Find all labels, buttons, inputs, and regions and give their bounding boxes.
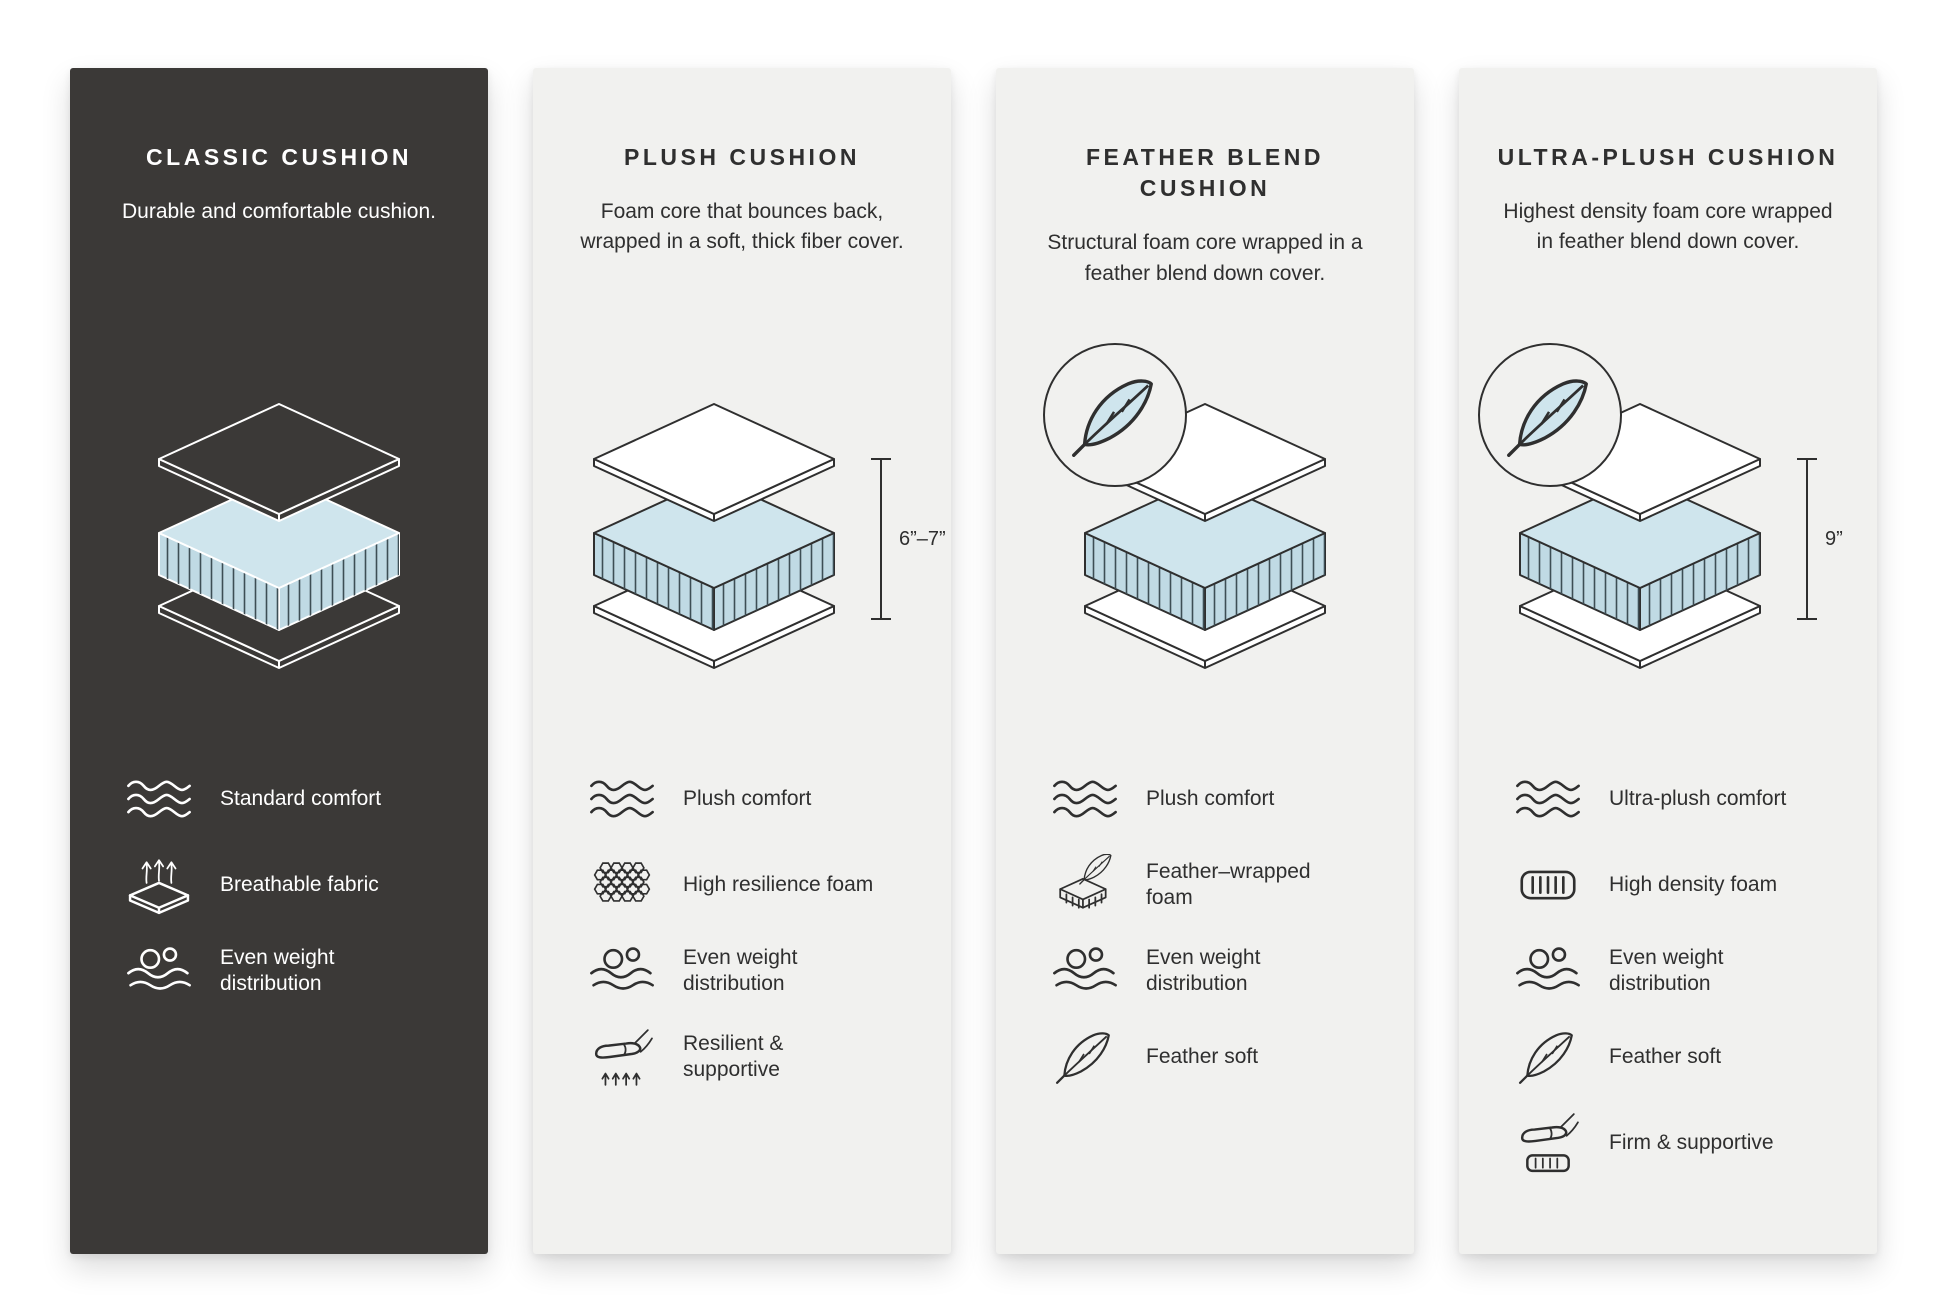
comfort-wave-icon	[124, 768, 194, 830]
feature-item: Even weight distribution	[1050, 940, 1378, 1002]
feature-label: Plush comfort	[683, 787, 812, 811]
height-measurement: 9”	[1794, 456, 1843, 622]
feature-label: Feather–wrapped foam	[1146, 860, 1311, 909]
comfort-wave-icon	[587, 768, 657, 830]
feature-list: Plush comfort Feather–wrapped foam Even …	[996, 768, 1414, 1088]
cushion-diagram-area: 9”	[1459, 343, 1877, 708]
feather-soft-icon	[1513, 1026, 1583, 1088]
feature-label: Feather soft	[1609, 1045, 1722, 1069]
weight-distribution-icon	[124, 940, 194, 1002]
feature-item: Firm & supportive	[1513, 1112, 1841, 1174]
feature-item: Plush comfort	[1050, 768, 1378, 830]
feather-badge-icon	[1478, 343, 1622, 487]
feature-item: Feather–wrapped foam	[1050, 854, 1378, 916]
panel-description: Highest density foam core wrapped in fea…	[1503, 200, 1833, 254]
panel-title: FEATHER BLEND CUSHION	[1085, 144, 1324, 202]
feature-label: Firm & supportive	[1609, 1131, 1774, 1155]
measure-label: 6”–7”	[899, 527, 946, 550]
feature-list: Ultra-plush comfort High density foam Ev…	[1459, 768, 1877, 1174]
feather-badge	[1475, 340, 1625, 490]
feature-label: Ultra-plush comfort	[1609, 787, 1787, 811]
measure-line-icon	[871, 458, 891, 620]
feature-item: Resilient & supportive	[587, 1026, 915, 1088]
feature-item: High density foam	[1513, 854, 1841, 916]
panel-description: Structural foam core wrapped in a feathe…	[1047, 231, 1363, 285]
measure-label: 9”	[1825, 527, 1843, 550]
feature-item: Plush comfort	[587, 768, 915, 830]
cushion-diagram-area	[70, 368, 488, 708]
feather-wrapped-foam-icon	[1050, 854, 1120, 916]
feature-label: High resilience foam	[683, 873, 874, 897]
panel-plush-cushion: PLUSH CUSHION Foam core that bounces bac…	[533, 68, 951, 1254]
panel-feather-blend-cushion: FEATHER BLEND CUSHION Structural foam co…	[996, 68, 1414, 1254]
comfort-wave-icon	[1513, 768, 1583, 830]
high-density-foam-icon	[1513, 854, 1583, 916]
weight-distribution-icon	[1050, 940, 1120, 1002]
feature-item: Standard comfort	[124, 768, 452, 830]
feature-item: High resilience foam	[587, 854, 915, 916]
cushion-diagram-area: 6”–7”	[533, 368, 951, 708]
weight-distribution-icon	[1513, 940, 1583, 1002]
cushion-layers-diagram	[564, 396, 864, 681]
feature-label: Even weight distribution	[220, 946, 335, 995]
feather-badge	[1040, 340, 1190, 490]
feature-item: Even weight distribution	[124, 940, 452, 1002]
feature-list: Standard comfort Breathable fabric Even …	[70, 768, 488, 1002]
feature-label: High density foam	[1609, 873, 1778, 897]
feature-item: Breathable fabric	[124, 854, 452, 916]
panel-title: PLUSH CUSHION	[624, 144, 860, 170]
feather-badge-icon	[1043, 343, 1187, 487]
weight-distribution-icon	[587, 940, 657, 1002]
feature-label: Even weight distribution	[1609, 946, 1724, 995]
feature-label: Plush comfort	[1146, 787, 1275, 811]
panel-description: Durable and comfortable cushion.	[121, 200, 436, 224]
cushion-diagram-area	[996, 343, 1414, 708]
height-measurement: 6”–7”	[868, 456, 946, 622]
panel-title: ULTRA-PLUSH CUSHION	[1497, 144, 1839, 170]
comfort-wave-icon	[1050, 768, 1120, 830]
feature-list: Plush comfort High resilience foam Even …	[533, 768, 951, 1088]
cushion-layers-diagram	[129, 396, 429, 681]
feature-label: Feather soft	[1146, 1045, 1259, 1069]
feature-item: Even weight distribution	[587, 940, 915, 1002]
feature-item: Feather soft	[1050, 1026, 1378, 1088]
firm-supportive-icon	[1513, 1112, 1583, 1174]
feature-item: Even weight distribution	[1513, 940, 1841, 1002]
panel-ultra-plush-cushion: ULTRA-PLUSH CUSHION Highest density foam…	[1459, 68, 1877, 1254]
feature-label: Resilient & supportive	[683, 1032, 784, 1081]
feature-item: Feather soft	[1513, 1026, 1841, 1088]
panel-description: Foam core that bounces back, wrapped in …	[580, 200, 904, 254]
feature-item: Ultra-plush comfort	[1513, 768, 1841, 830]
breathable-fabric-icon	[124, 854, 194, 916]
panel-classic-cushion: CLASSIC CUSHION Durable and comfortable …	[70, 68, 488, 1254]
feature-label: Even weight distribution	[683, 946, 798, 995]
panel-title: CLASSIC CUSHION	[146, 144, 412, 170]
feather-soft-icon	[1050, 1026, 1120, 1088]
feature-label: Breathable fabric	[220, 873, 379, 897]
feature-label: Standard comfort	[220, 787, 382, 811]
high-resilience-foam-icon	[587, 854, 657, 916]
feature-label: Even weight distribution	[1146, 946, 1261, 995]
measure-line-icon	[1797, 458, 1817, 620]
resilient-supportive-icon	[587, 1026, 657, 1088]
